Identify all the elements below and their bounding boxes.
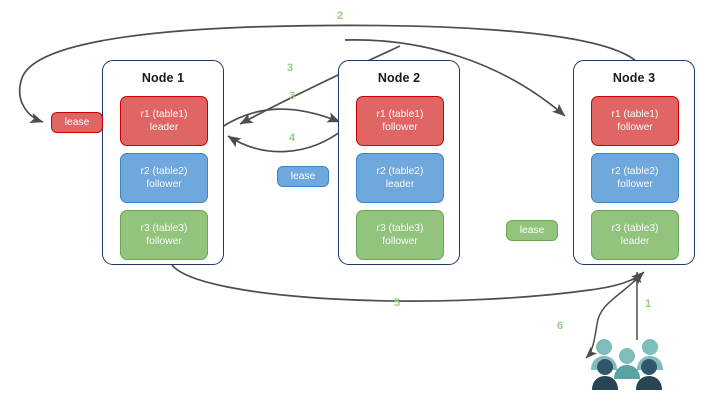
edge-label-5: 5 xyxy=(394,297,401,309)
replica-n2-r1-line2: follower xyxy=(382,122,418,133)
edge-3-mid-path xyxy=(221,108,341,128)
replica-n2-r1[interactable]: r1 (table1) follower xyxy=(356,96,444,146)
replica-n3-r1[interactable]: r1 (table1) follower xyxy=(591,96,679,146)
replica-n1-r2-line2: follower xyxy=(146,179,182,190)
users-group-icon xyxy=(588,334,666,392)
replica-n1-r1-line2: leader xyxy=(149,122,179,133)
edge-label-4: 4 xyxy=(289,132,296,144)
edge-label-3-mid: 3 xyxy=(289,90,296,102)
replica-n1-r2[interactable]: r2 (table2) follower xyxy=(120,153,208,203)
edge-5-path xyxy=(171,264,645,302)
lease-badge-table1-label: lease xyxy=(64,116,90,128)
node3-title: Node 3 xyxy=(612,71,656,85)
replica-n3-r1-line1: r1 (table1) xyxy=(611,109,659,120)
edge-label-3-top: 3 xyxy=(287,62,294,74)
replica-n3-r1-line2: follower xyxy=(617,122,653,133)
replica-n2-r3-line1: r3 (table3) xyxy=(376,223,424,234)
replica-n2-r2-line2: leader xyxy=(385,179,415,190)
node-box-node2[interactable]: Node 2 r1 (table1) follower r2 (table2) … xyxy=(338,60,460,265)
replica-n3-r3[interactable]: r3 (table3) leader xyxy=(591,210,679,260)
lease-badge-table2[interactable]: lease xyxy=(277,166,329,187)
lease-badge-table3[interactable]: lease xyxy=(506,220,558,241)
edge-label-1: 1 xyxy=(645,298,652,310)
edge-label-2: 2 xyxy=(337,10,344,22)
replica-n2-r3[interactable]: r3 (table3) follower xyxy=(356,210,444,260)
replica-n1-r3[interactable]: r3 (table3) follower xyxy=(120,210,208,260)
replica-n2-r2-line1: r2 (table2) xyxy=(376,166,424,177)
node1-title: Node 1 xyxy=(141,71,185,85)
replica-n1-r3-line2: follower xyxy=(146,236,182,247)
replica-n3-r2[interactable]: r2 (table2) follower xyxy=(591,153,679,203)
replica-n3-r2-line1: r2 (table2) xyxy=(611,166,659,177)
replica-n2-r1-line1: r1 (table1) xyxy=(376,109,424,120)
replica-n1-r2-line1: r2 (table2) xyxy=(140,166,188,177)
node-box-node3[interactable]: Node 3 r1 (table1) follower r2 (table2) … xyxy=(573,60,695,265)
replica-n1-r1-line1: r1 (table1) xyxy=(140,109,188,120)
node2-title: Node 2 xyxy=(377,71,421,85)
edge-4-path xyxy=(227,127,346,153)
replica-n1-r1[interactable]: r1 (table1) leader xyxy=(120,96,208,146)
replica-n1-r3-line1: r3 (table3) xyxy=(140,223,188,234)
replica-n2-r3-line2: follower xyxy=(382,236,418,247)
lease-badge-table1[interactable]: lease xyxy=(51,112,103,133)
replica-n3-r2-line2: follower xyxy=(617,179,653,190)
replica-n3-r3-line2: leader xyxy=(620,236,650,247)
edge-label-6: 6 xyxy=(557,320,564,332)
replica-n2-r2[interactable]: r2 (table2) leader xyxy=(356,153,444,203)
lease-badge-table2-label: lease xyxy=(290,170,316,182)
replica-n3-r3-line1: r3 (table3) xyxy=(611,223,659,234)
lease-badge-table3-label: lease xyxy=(519,224,545,236)
node-box-node1[interactable]: Node 1 r1 (table1) leader r2 (table2) fo… xyxy=(102,60,224,265)
